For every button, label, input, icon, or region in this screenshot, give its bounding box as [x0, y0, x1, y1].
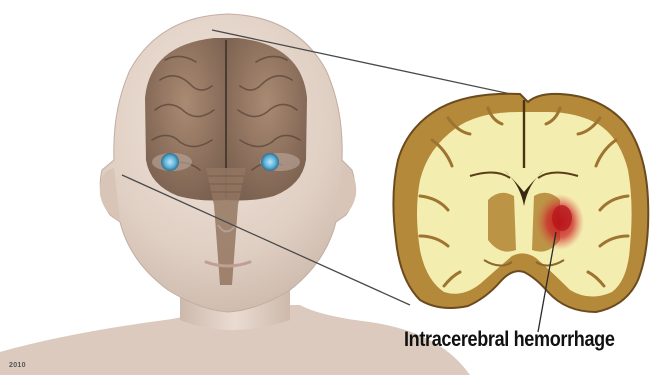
copyright-year: 2010: [9, 362, 26, 369]
coronal-brain-section-icon: [393, 94, 648, 312]
hemorrhage-label: Intracerebral hemorrhage: [404, 328, 615, 352]
